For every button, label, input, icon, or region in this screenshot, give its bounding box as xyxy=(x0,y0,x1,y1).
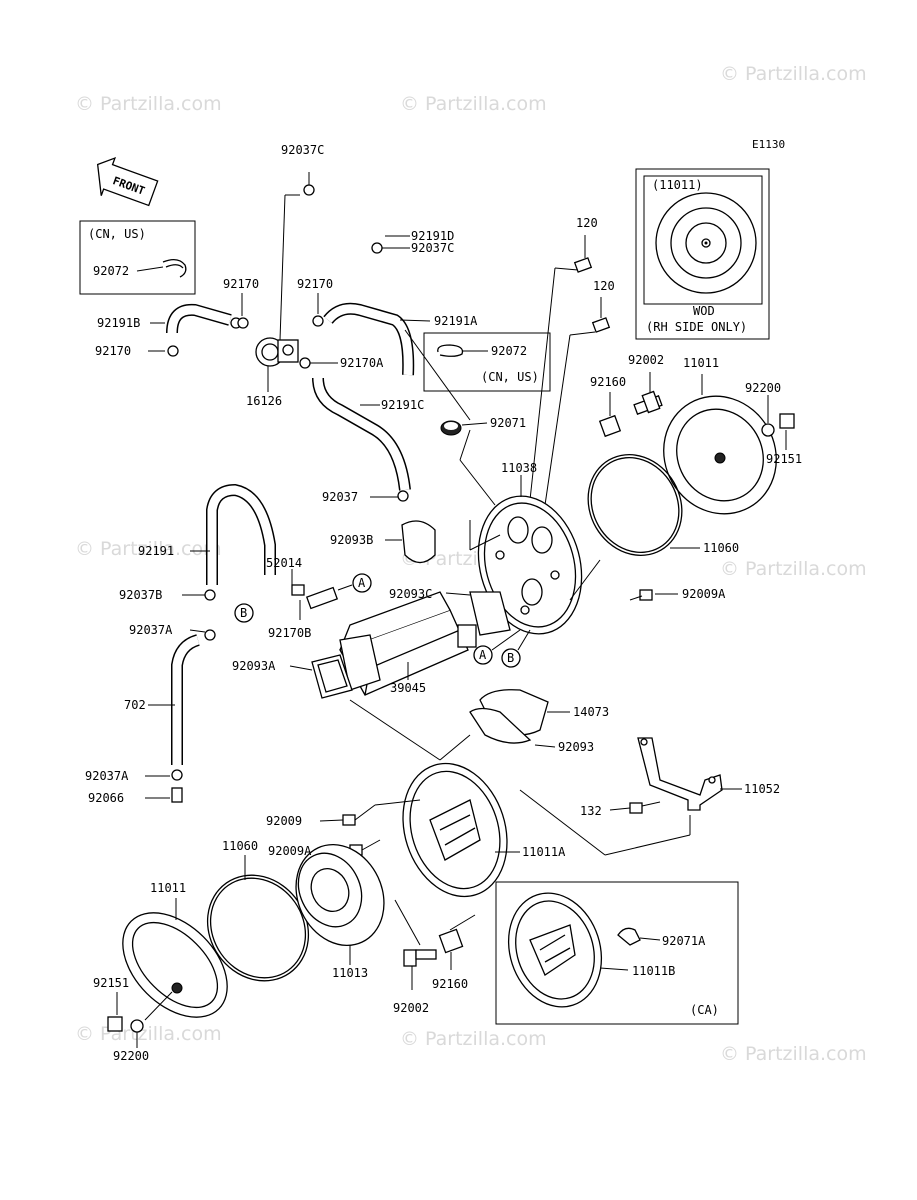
inset-ca: 92071A 11011B (CA) xyxy=(495,881,739,1025)
watermark: © Partzilla.com xyxy=(75,1023,222,1045)
lower-bolts xyxy=(394,899,476,990)
part-label: 92191C xyxy=(381,398,424,412)
wod-note-side: (RH SIDE ONLY) xyxy=(646,320,747,334)
watermark: © Partzilla.com xyxy=(720,63,867,85)
part-label: 92037C xyxy=(281,143,324,157)
part-label: 92037A xyxy=(85,769,129,783)
part-label: 92191 xyxy=(138,544,174,558)
inset-cn-us-left: (CN, US) 92072 xyxy=(79,220,196,295)
front-arrow-icon: FRONT xyxy=(96,156,159,207)
part-label: 11060 xyxy=(222,839,258,853)
watermark: © Partzilla.com xyxy=(400,1028,547,1050)
part-label: 92071 xyxy=(490,416,526,430)
part-label: 11011A xyxy=(522,845,566,859)
part-label: 92093A xyxy=(232,659,276,673)
wod-note: WOD xyxy=(693,304,715,318)
part-label: 92151 xyxy=(93,976,129,990)
watermarks: © Partzilla.com © Partzilla.com © Partzi… xyxy=(75,63,867,1065)
intake-39045 xyxy=(289,520,511,761)
part-label: 11011 xyxy=(150,881,186,895)
watermark: © Partzilla.com xyxy=(720,558,867,580)
housing-11038 xyxy=(469,475,583,635)
part-label: 92191B xyxy=(97,316,140,330)
callouts: A B A B xyxy=(234,573,531,668)
part-label: 92160 xyxy=(590,375,626,389)
part-label: 11038 xyxy=(501,461,537,475)
bracket-11052 xyxy=(519,737,742,856)
cover-11011A xyxy=(319,762,520,898)
inset-title: (CA) xyxy=(690,1003,719,1017)
left-hoses xyxy=(145,483,353,803)
top-right-parts xyxy=(569,372,795,601)
watermark: © Partzilla.com xyxy=(400,93,547,115)
part-label: 92002 xyxy=(628,353,664,367)
part-label: 92072 xyxy=(93,264,129,278)
part-label: 92200 xyxy=(113,1049,149,1063)
part-label: 92009A xyxy=(268,844,312,858)
part-label: 702 xyxy=(124,698,146,712)
part-label: 92093B xyxy=(330,533,373,547)
inset-title: (CN, US) xyxy=(88,227,146,241)
part-label: 92170 xyxy=(297,277,333,291)
part-label: 11013 xyxy=(332,966,368,980)
part-label: 92037A xyxy=(129,623,173,637)
callout-b: B xyxy=(507,651,514,665)
diagram-code: E1130 xyxy=(752,138,785,151)
part-label: 92093C xyxy=(389,587,432,601)
part-label: 92037 xyxy=(322,490,358,504)
part-label: 11011 xyxy=(683,356,719,370)
part-label: 92160 xyxy=(432,977,468,991)
watermark: © Partzilla.com xyxy=(720,1043,867,1065)
part-label: 92009A xyxy=(682,587,726,601)
part-label: 16126 xyxy=(246,394,282,408)
wod-part: (11011) xyxy=(652,178,703,192)
part-label: 92170B xyxy=(268,626,311,640)
duct-14073 xyxy=(439,689,570,761)
part-label: 92093 xyxy=(558,740,594,754)
part-label: 92066 xyxy=(88,791,124,805)
part-label: 92037C xyxy=(411,241,454,255)
inset-cn-us-mid: 92072 (CN, US) xyxy=(423,332,551,392)
callout-a: A xyxy=(358,576,366,590)
part-label: 92151 xyxy=(766,452,802,466)
upper-hoses xyxy=(148,172,496,506)
part-label: 92071A xyxy=(662,934,706,948)
part-label: 14073 xyxy=(573,705,609,719)
callout-a: A xyxy=(479,648,487,662)
part-label: 92170A xyxy=(340,356,384,370)
part-labels: 92037C 92191D 92037C 92170 92170 92191B … xyxy=(85,143,802,1063)
part-label: 11060 xyxy=(703,541,739,555)
part-label: 92170 xyxy=(95,344,131,358)
part-label: 92200 xyxy=(745,381,781,395)
part-label: 120 xyxy=(593,279,615,293)
part-label: 92009 xyxy=(266,814,302,828)
part-label: 92002 xyxy=(393,1001,429,1015)
lower-filter-stack xyxy=(107,843,385,1048)
part-label: 52014 xyxy=(266,556,302,570)
part-label: 39045 xyxy=(390,681,426,695)
part-label: 11011B xyxy=(632,964,675,978)
part-label: 132 xyxy=(580,804,602,818)
watermark: © Partzilla.com xyxy=(75,93,222,115)
part-label: 92191D xyxy=(411,229,454,243)
callout-b: B xyxy=(240,606,247,620)
part-label: 120 xyxy=(576,216,598,230)
part-label: 11052 xyxy=(744,782,780,796)
part-label: 92037B xyxy=(119,588,162,602)
inset-title: (CN, US) xyxy=(481,370,539,384)
part-label: 92191A xyxy=(434,314,478,328)
watermark: © Partzilla.com xyxy=(75,538,222,560)
inset-wod: (11011) WOD (RH SIDE ONLY) xyxy=(635,168,770,340)
part-label: 92170 xyxy=(223,277,259,291)
part-label: 92072 xyxy=(491,344,527,358)
screws-120 xyxy=(529,235,611,506)
